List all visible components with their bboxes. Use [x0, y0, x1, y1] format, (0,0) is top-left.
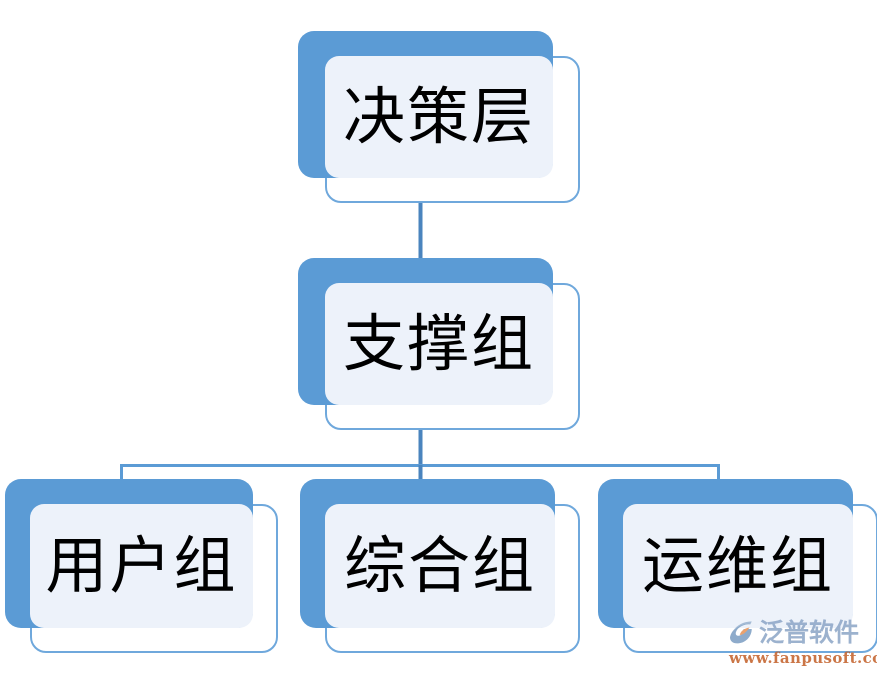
node-general-group[interactable]: 综合组 [300, 479, 580, 653]
watermark: 泛普软件 www.fanpusoft.com [727, 615, 877, 673]
node-decision-label: 决策层 [342, 80, 535, 153]
node-support-label: 支撑组 [342, 307, 535, 380]
node-user-group-label: 用户组 [45, 529, 238, 602]
node-decision[interactable]: 决策层 [298, 31, 580, 203]
watermark-url-text: www.fanpusoft.com [729, 649, 877, 667]
node-general-group-fill [325, 504, 555, 628]
node-decision-fill [325, 56, 553, 178]
node-general-group-label: 综合组 [343, 529, 536, 602]
node-ops-group-label: 运维组 [641, 529, 834, 602]
watermark-brand-text: 泛普软件 [759, 617, 860, 647]
fanpu-logo-icon [730, 621, 752, 644]
node-ops-group-fill [623, 504, 853, 628]
node-user-group-fill [30, 504, 253, 628]
node-ops-group[interactable]: 运维组 [598, 479, 877, 653]
node-support-fill [325, 283, 553, 405]
node-user-group[interactable]: 用户组 [5, 479, 278, 653]
node-support[interactable]: 支撑组 [298, 258, 580, 430]
watermark-brand-row: 泛普软件 [727, 617, 859, 647]
